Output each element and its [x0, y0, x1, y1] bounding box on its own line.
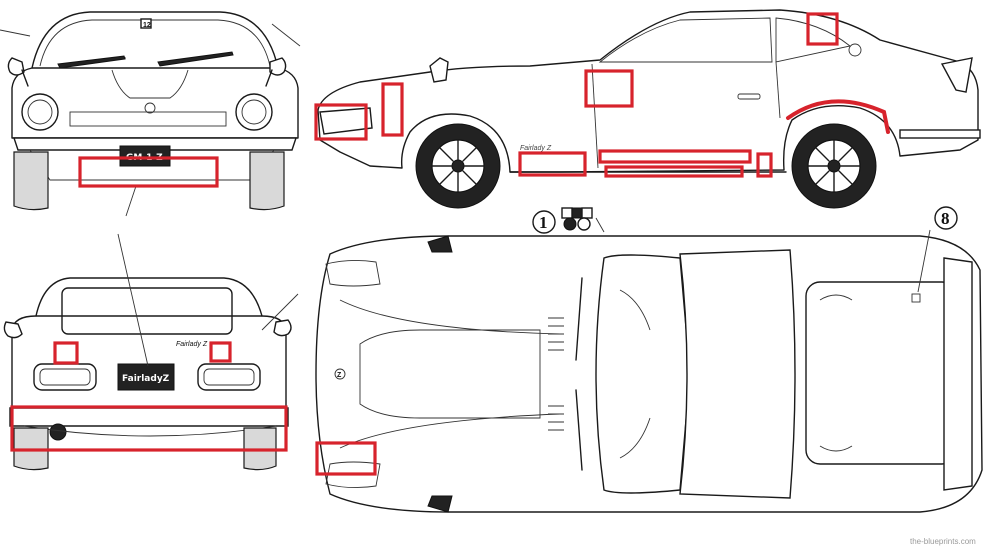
highlight-front-plate [78, 156, 219, 188]
side-rear-bumper [899, 129, 981, 139]
callout-circle-1 [532, 210, 556, 234]
front-windshield [39, 19, 271, 67]
top-mirror-left [427, 235, 453, 253]
highlight-door [584, 69, 634, 108]
top-roof [679, 249, 796, 499]
front-bumper [13, 137, 297, 151]
part-1-swatch-ring [577, 217, 591, 231]
front-grille [69, 111, 227, 127]
rear-hatch [805, 281, 957, 465]
highlight-rear-right [209, 341, 232, 363]
door-handle [737, 93, 761, 100]
hood-emblem-text: Z [337, 372, 342, 379]
leader-line [125, 185, 137, 217]
highlight-rocker-upper [598, 149, 752, 164]
hood-lines [339, 299, 561, 449]
top-headlight-right [325, 461, 381, 489]
headlight-left [21, 93, 59, 131]
wiper-blades [57, 51, 234, 69]
leader-line [271, 23, 301, 47]
callout-group-1: 1 [532, 207, 605, 234]
rear-spoiler [940, 57, 973, 93]
front-mirror-left [7, 57, 25, 76]
rear-mirror-right [273, 319, 292, 337]
rear-roofline [35, 277, 263, 317]
highlight-rocker-lower [604, 165, 744, 178]
front-mirror-right [269, 57, 287, 76]
highlight-rear-bumper [10, 405, 288, 452]
rear-plate-text: FairladyZ [122, 374, 170, 384]
front-plate [119, 145, 171, 167]
top-view: Z [315, 229, 983, 513]
leader-line [595, 217, 605, 233]
side-view: Fairlady Z [317, 9, 981, 209]
front-light-housing [319, 107, 373, 135]
hood-vents [548, 317, 564, 431]
highlight-side-badge [518, 151, 587, 177]
fuel-cap [848, 43, 862, 57]
leader-line [917, 229, 931, 293]
door-line [591, 63, 599, 169]
rear-bumper [9, 407, 289, 427]
callout-box-12 [140, 18, 152, 29]
part-1-swatch-dot [563, 217, 577, 231]
leader-line [117, 233, 149, 367]
callout-8: 8 [941, 209, 950, 228]
rear-badge: Fairlady Z [176, 341, 208, 348]
front-emblem [144, 102, 156, 114]
hatch-struts [819, 294, 853, 452]
taillight-left [33, 363, 97, 391]
callout-circle-8 [934, 206, 958, 230]
part-1-swatch-white [561, 207, 573, 219]
rear-mirror-left [3, 321, 23, 339]
highlight-layer [10, 12, 890, 476]
exhaust-tip [49, 423, 67, 441]
side-mirror [429, 57, 449, 83]
callout-12: 12 [143, 22, 151, 29]
hatch-lock [911, 293, 921, 303]
front-roofline [31, 11, 279, 69]
side-window [598, 17, 773, 63]
highlight-fender-vent [381, 82, 404, 137]
quarter-window [775, 17, 852, 63]
headlight-right [235, 93, 273, 131]
front-wheel-spokes [431, 139, 485, 193]
top-headlight-left [325, 259, 381, 287]
rear-wheel-spokes [807, 139, 861, 193]
leader-line [0, 29, 31, 37]
highlight-quarter-window [806, 12, 839, 46]
top-spoiler [943, 257, 973, 491]
top-wipers [575, 277, 583, 471]
front-tire-left [13, 151, 49, 211]
rear-plate [117, 363, 175, 391]
top-windshield [595, 254, 691, 494]
part-1-swatch-black [571, 207, 583, 219]
callout-1: 1 [539, 213, 548, 232]
side-body [317, 9, 979, 173]
taillight-right [197, 363, 261, 391]
part-1-swatch-white [581, 207, 593, 219]
top-body [315, 235, 983, 513]
front-view: 12 GM-1-Z [0, 11, 301, 211]
hood-bulge-top [359, 329, 541, 419]
highlight-rear-marker [756, 152, 773, 178]
highlight-top-corner [315, 441, 377, 476]
highlight-rear-arch [786, 99, 890, 134]
highlight-front-light [314, 103, 368, 141]
hood-bulge [111, 69, 189, 99]
hood-emblem [334, 368, 346, 380]
dash-detail [619, 289, 651, 459]
top-mirror-right [427, 495, 453, 513]
side-badge: Fairlady Z [520, 145, 552, 152]
rear-view: FairladyZ Fairlady Z [3, 277, 299, 471]
highlight-rear-left [53, 341, 79, 365]
rear-window [61, 287, 233, 335]
watermark: the-blueprints.com [910, 537, 976, 546]
front-tire-right [249, 151, 285, 211]
leader-line [261, 293, 299, 331]
